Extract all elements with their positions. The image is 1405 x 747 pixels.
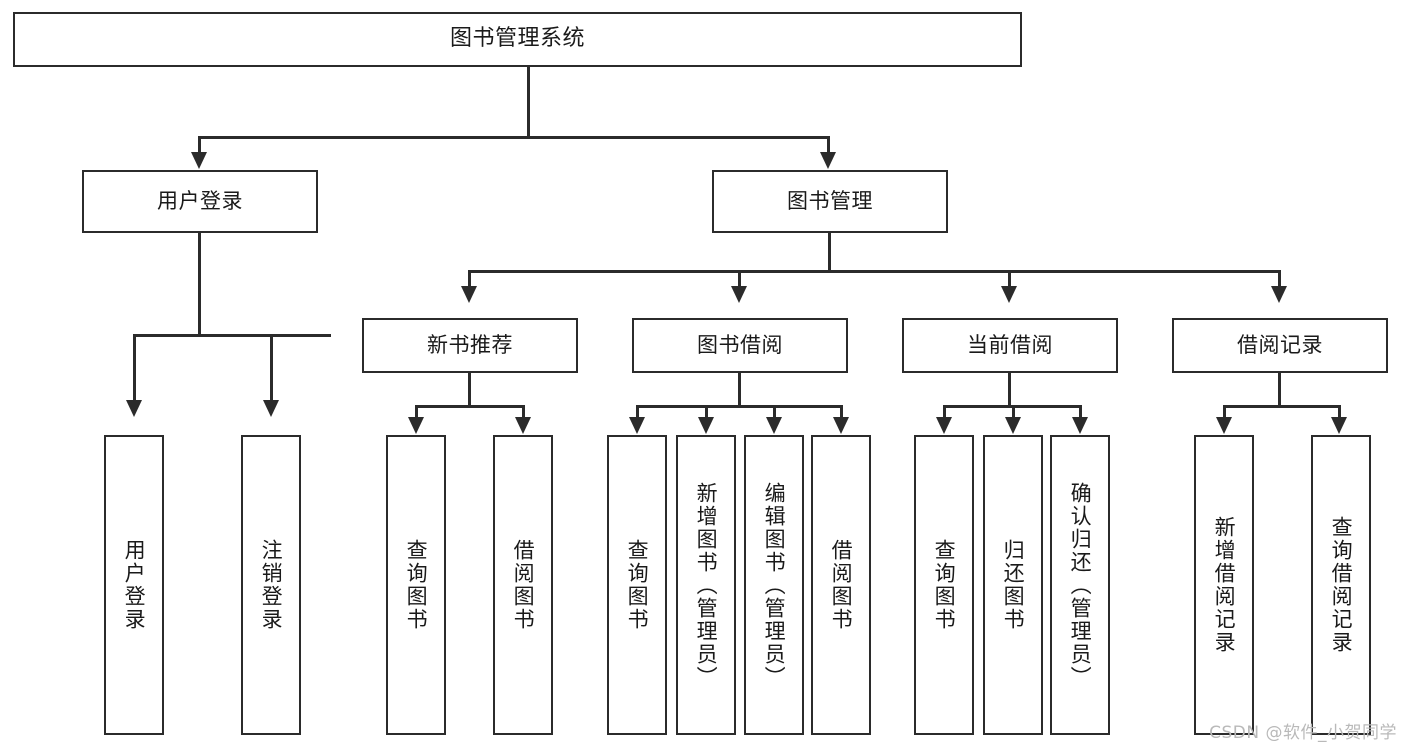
node-label: 归还图书 <box>1001 539 1026 631</box>
arrow-to-nb-2 <box>515 417 531 434</box>
node-label: 查询图书 <box>932 539 957 631</box>
connector-bm-drop-3 <box>1008 270 1011 288</box>
connector-br-drop-2 <box>1338 405 1341 419</box>
arrow-to-bb-3 <box>766 417 782 434</box>
connector-bb-bus <box>636 405 842 408</box>
connector-user-login-bus <box>133 334 331 337</box>
connector-book-manage-stem <box>828 233 831 272</box>
node-label: 图书管理系统 <box>449 26 585 52</box>
leaf-current-borrow-2[interactable]: 归还图书 <box>983 435 1043 735</box>
connector-nbr-drop-1 <box>415 405 418 419</box>
csdn-watermark: CSDN @软件_小贺同学 <box>1209 723 1397 743</box>
arrow-to-ul-1 <box>126 400 142 417</box>
arrow-to-nb-1 <box>408 417 424 434</box>
arrow-to-new-book-rec <box>461 286 477 303</box>
node-label: 图书借阅 <box>697 332 783 357</box>
leaf-new-book-rec-2[interactable]: 借阅图书 <box>493 435 553 735</box>
arrow-to-bb-1 <box>629 417 645 434</box>
connector-root-drop-right <box>827 136 830 154</box>
leaf-current-borrow-1[interactable]: 查询图书 <box>914 435 974 735</box>
node-label: 当前借阅 <box>967 332 1053 357</box>
arrow-to-user-login <box>191 152 207 169</box>
leaf-borrow-record-1[interactable]: 新增借阅记录 <box>1194 435 1254 735</box>
node-label: 新书推荐 <box>427 332 513 357</box>
connector-bb-drop-4 <box>840 405 843 419</box>
arrow-to-book-manage <box>820 152 836 169</box>
node-label: 查询图书 <box>404 539 429 631</box>
node-label: 新增图书（管理员） <box>694 481 719 689</box>
leaf-book-borrow-2[interactable]: 新增图书（管理员） <box>676 435 736 735</box>
arrow-to-cb-1 <box>936 417 952 434</box>
arrow-to-br-1 <box>1216 417 1232 434</box>
node-label: 查询图书 <box>625 539 650 631</box>
connector-nbr-drop-2 <box>522 405 525 419</box>
connector-root-stem <box>527 67 530 138</box>
connector-bm-drop-1 <box>468 270 471 288</box>
connector-cb-drop-2 <box>1012 405 1015 419</box>
node-label: 编辑图书（管理员） <box>762 481 787 689</box>
node-label: 用户登录 <box>122 539 147 631</box>
leaf-user-login-1[interactable]: 用户登录 <box>104 435 164 735</box>
arrow-to-current-borrow <box>1001 286 1017 303</box>
connector-book-manage-bus <box>468 270 1278 273</box>
arrow-to-br-2 <box>1331 417 1347 434</box>
node-label: 借阅图书 <box>829 539 854 631</box>
leaf-user-login-2[interactable]: 注销登录 <box>241 435 301 735</box>
node-label: 图书管理 <box>787 188 873 213</box>
connector-br-bus <box>1223 405 1341 408</box>
connector-bm-drop-2 <box>738 270 741 288</box>
connector-user-login-drop-2 <box>270 334 273 402</box>
connector-cb-drop-3 <box>1079 405 1082 419</box>
node-book-manage[interactable]: 图书管理 <box>712 170 948 233</box>
arrow-to-bb-2 <box>698 417 714 434</box>
connector-bb-stem <box>738 373 741 407</box>
node-label: 确认归还（管理员） <box>1068 481 1093 689</box>
leaf-book-borrow-1[interactable]: 查询图书 <box>607 435 667 735</box>
node-borrow-record[interactable]: 借阅记录 <box>1172 318 1388 373</box>
leaf-book-borrow-4[interactable]: 借阅图书 <box>811 435 871 735</box>
connector-nbr-bus <box>415 405 525 408</box>
connector-root-bus <box>198 136 830 139</box>
node-label: 借阅记录 <box>1237 332 1323 357</box>
connector-cb-stem <box>1008 373 1011 407</box>
node-label: 查询借阅记录 <box>1329 516 1354 654</box>
connector-user-login-stem <box>198 233 201 336</box>
node-root-system[interactable]: 图书管理系统 <box>13 12 1022 67</box>
arrow-to-bb-4 <box>833 417 849 434</box>
arrow-to-cb-3 <box>1072 417 1088 434</box>
leaf-book-borrow-3[interactable]: 编辑图书（管理员） <box>744 435 804 735</box>
connector-bb-drop-2 <box>705 405 708 419</box>
node-new-book-rec[interactable]: 新书推荐 <box>362 318 578 373</box>
connector-bm-drop-4 <box>1278 270 1281 288</box>
node-book-borrow[interactable]: 图书借阅 <box>632 318 848 373</box>
node-label: 用户登录 <box>157 188 243 213</box>
connector-cb-drop-1 <box>943 405 946 419</box>
connector-bb-drop-1 <box>636 405 639 419</box>
node-user-login[interactable]: 用户登录 <box>82 170 318 233</box>
node-label: 注销登录 <box>259 539 284 631</box>
node-label: 新增借阅记录 <box>1212 516 1237 654</box>
connector-bb-drop-3 <box>773 405 776 419</box>
connector-br-drop-1 <box>1223 405 1226 419</box>
arrow-to-cb-2 <box>1005 417 1021 434</box>
arrow-to-borrow-record <box>1271 286 1287 303</box>
connector-root-drop-left <box>198 136 201 154</box>
connector-nbr-stem <box>468 373 471 407</box>
node-label: 借阅图书 <box>511 539 536 631</box>
leaf-current-borrow-3[interactable]: 确认归还（管理员） <box>1050 435 1110 735</box>
arrow-to-ul-2 <box>263 400 279 417</box>
leaf-borrow-record-2[interactable]: 查询借阅记录 <box>1311 435 1371 735</box>
leaf-new-book-rec-1[interactable]: 查询图书 <box>386 435 446 735</box>
connector-br-stem <box>1278 373 1281 407</box>
node-current-borrow[interactable]: 当前借阅 <box>902 318 1118 373</box>
connector-user-login-drop-1 <box>133 334 136 402</box>
arrow-to-book-borrow <box>731 286 747 303</box>
